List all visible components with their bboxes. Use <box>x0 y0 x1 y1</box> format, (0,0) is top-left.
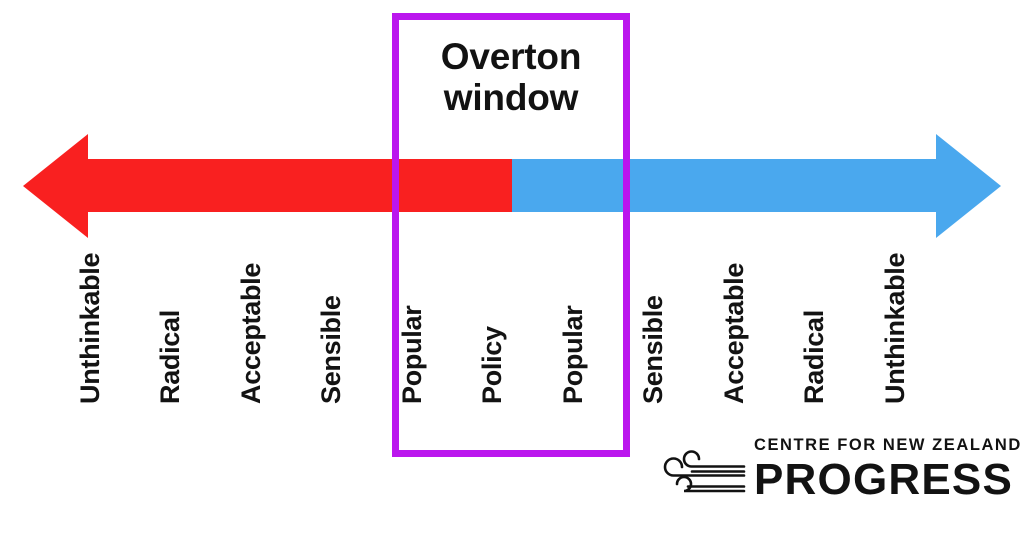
tick-label: Popular <box>558 305 588 404</box>
tick-label: Unthinkable <box>880 252 910 404</box>
tick-label: Policy <box>477 326 507 404</box>
tick-label: Acceptable <box>236 262 266 404</box>
logo-tagline: CENTRE FOR NEW ZEALAND <box>754 436 1022 454</box>
tick-label: Popular <box>397 305 427 404</box>
overton-title-line-1: Overton <box>440 36 582 77</box>
tick-label: Acceptable <box>719 262 749 404</box>
wind-swirl-icon <box>663 450 746 493</box>
tick-label: Radical <box>155 310 185 404</box>
tick-label: Sensible <box>638 295 668 404</box>
logo-name: PROGRESS <box>754 454 1013 504</box>
tick-label: Sensible <box>316 295 346 404</box>
overton-title-line-2: window <box>443 77 579 119</box>
overton-window-box <box>392 13 630 457</box>
tick-label: Radical <box>799 310 829 404</box>
logo-wordmark: CENTRE FOR NEW ZEALAND PROGRESS <box>754 436 1022 504</box>
tick-label: Unthinkable <box>75 252 105 404</box>
organisation-logo: CENTRE FOR NEW ZEALAND PROGRESS <box>652 436 1022 505</box>
overton-window-title: Overton window <box>392 36 630 119</box>
